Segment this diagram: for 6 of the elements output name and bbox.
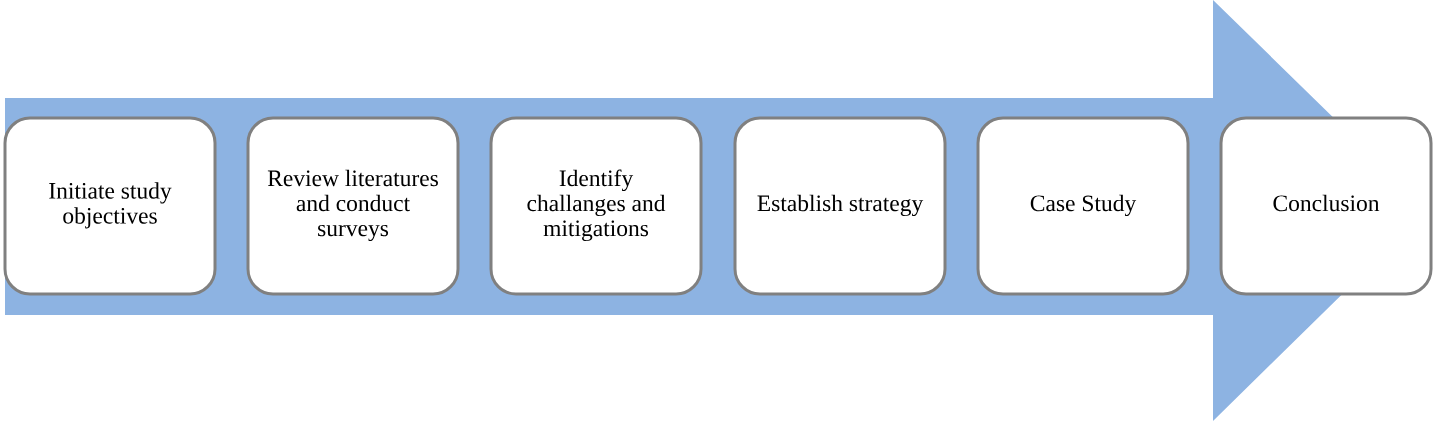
process-box: Initiate study objectives xyxy=(3,116,217,296)
process-box: Identify challanges and mitigations xyxy=(489,116,703,296)
process-box: Conclusion xyxy=(1219,116,1433,296)
process-box: Review literatures and conduct surveys xyxy=(246,116,460,296)
process-box: Establish strategy xyxy=(733,116,947,296)
process-box: Case Study xyxy=(976,116,1190,296)
